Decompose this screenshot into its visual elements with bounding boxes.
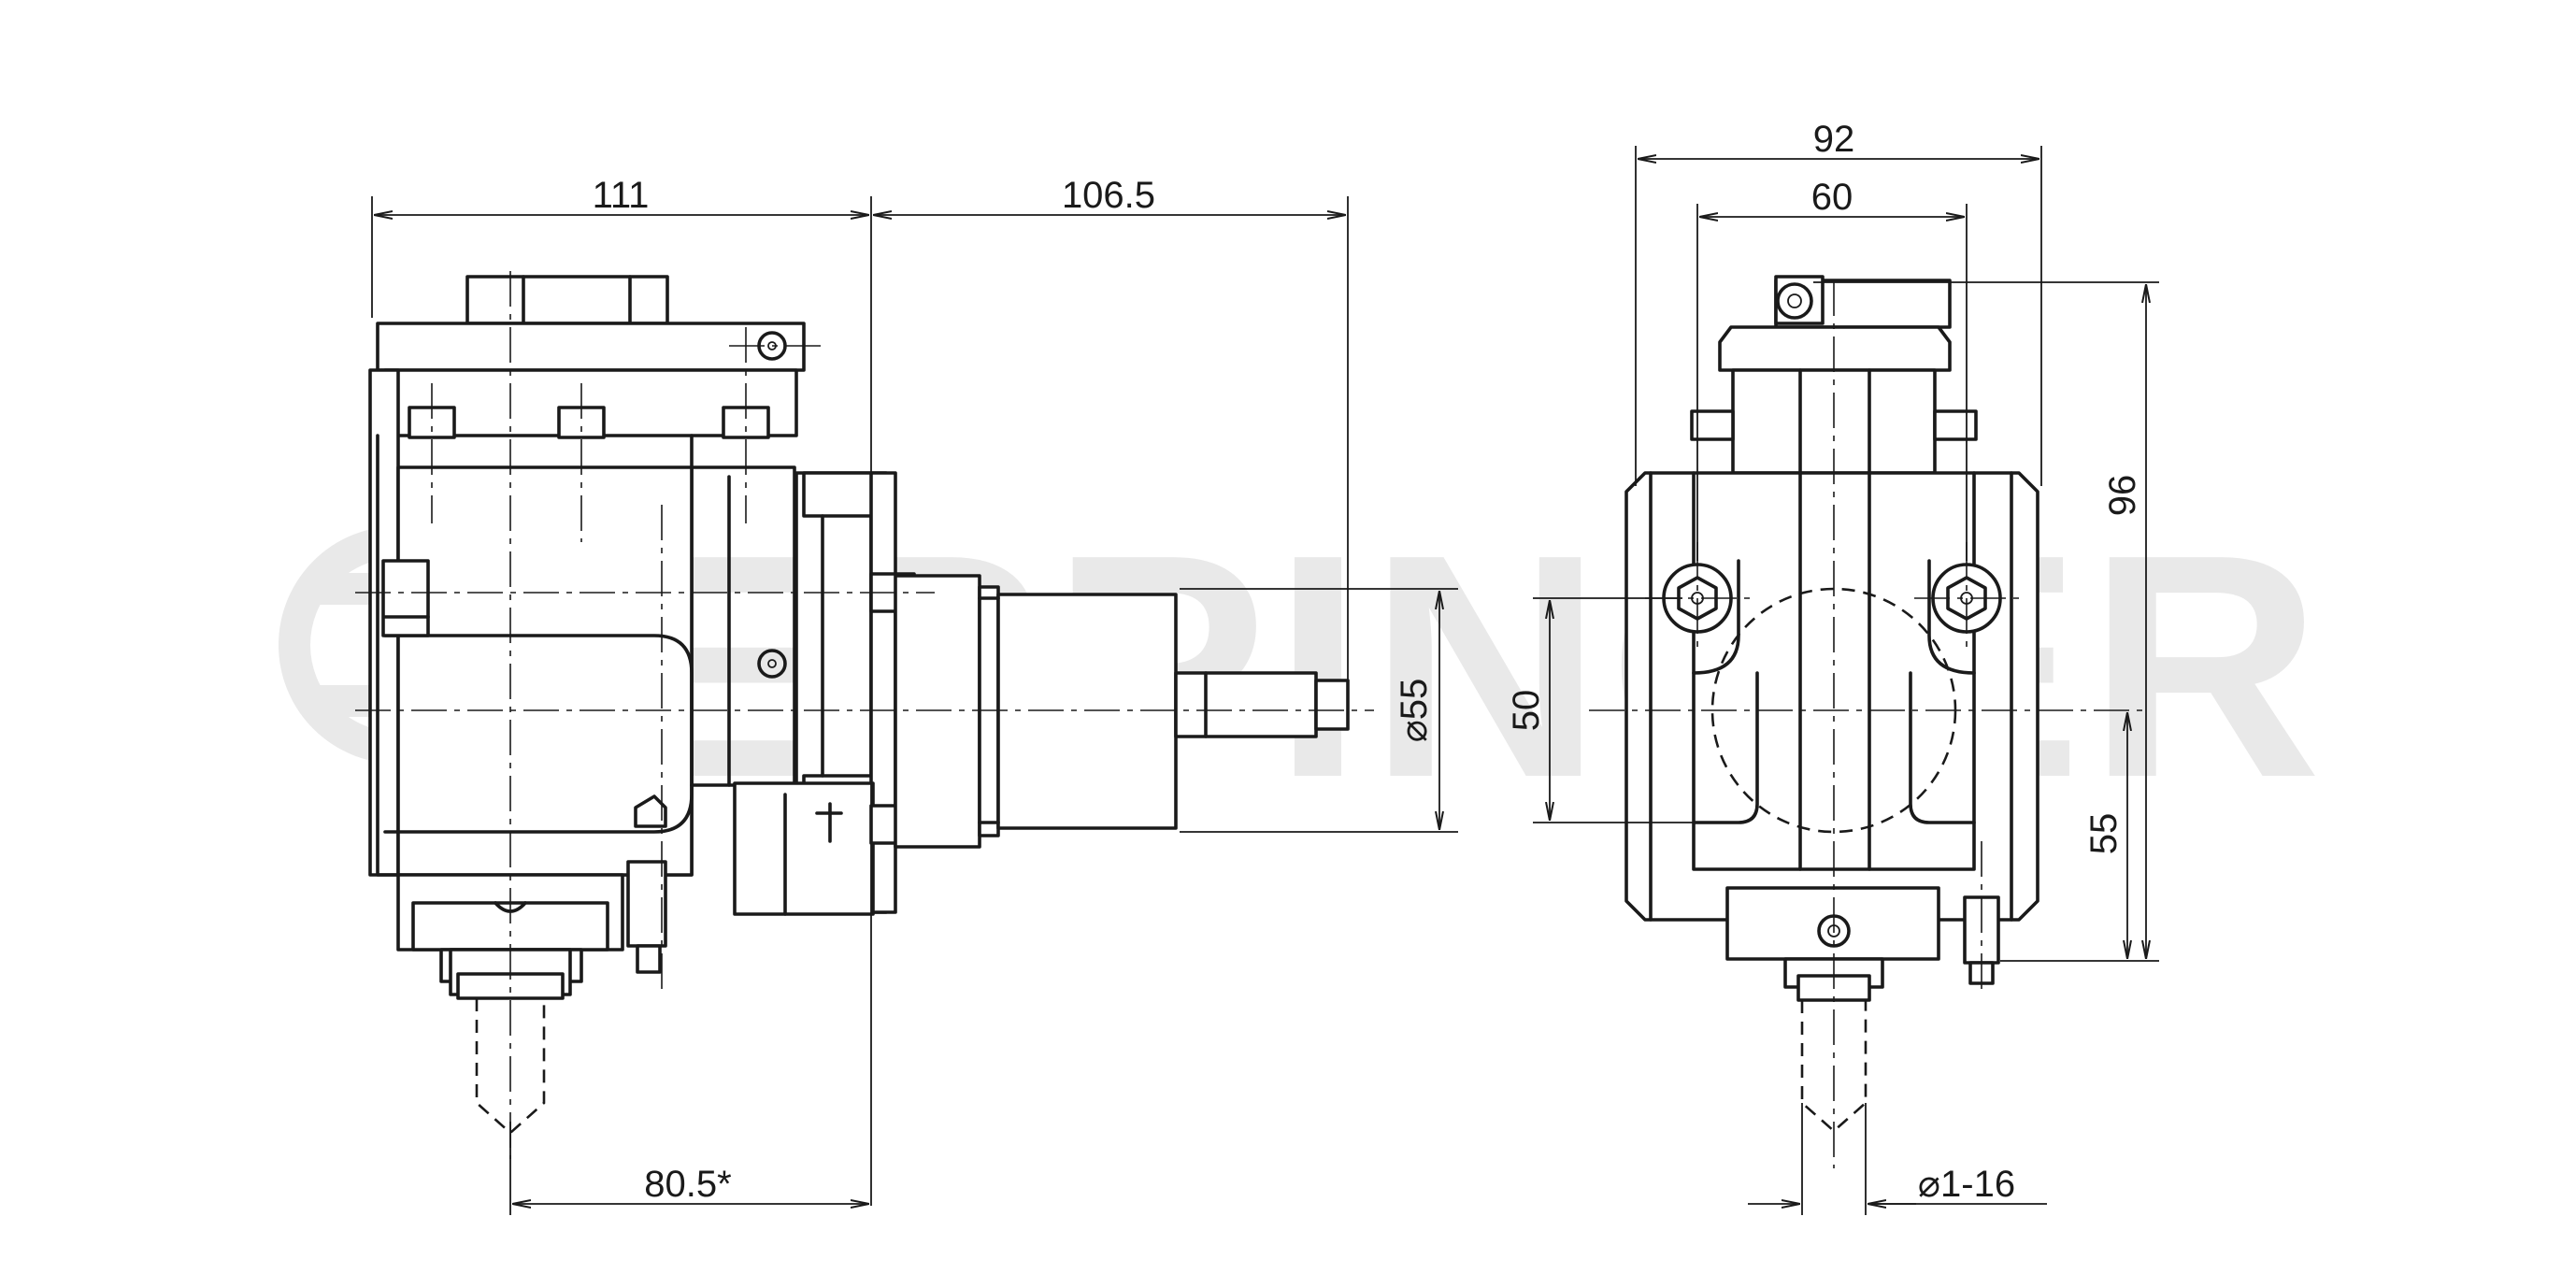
- dimension-front-inner-width: 60: [1696, 177, 1968, 561]
- dimension-front-overall-width: 92: [1635, 119, 2042, 486]
- dim-label-shank-diameter: ⌀55: [1394, 679, 1435, 743]
- dim-label-center-height: 55: [2083, 813, 2125, 855]
- dim-label-side-width: 111: [593, 175, 650, 216]
- dimension-center-height: 55: [2083, 712, 2127, 959]
- dimension-side-width: 111: [371, 175, 872, 1206]
- dim-label-overall-height: 96: [2102, 475, 2143, 517]
- side-view: [355, 271, 1374, 1159]
- dim-label-spindle-length: 106.5: [1062, 175, 1155, 216]
- dim-label-front-inner-width: 60: [1811, 177, 1853, 218]
- dimension-collet-range: ⌀1-16: [1748, 1103, 2047, 1215]
- front-view: [1589, 275, 2150, 1168]
- dim-label-bolt-spacing: 50: [1506, 690, 1547, 732]
- dimension-bolt-spacing: 50: [1506, 597, 1701, 823]
- dim-label-front-offset: 80.5*: [644, 1164, 731, 1205]
- dim-label-front-overall-width: 92: [1813, 119, 1855, 160]
- dim-label-collet-range: ⌀1-16: [1918, 1164, 2015, 1205]
- dimension-front-offset: 80.5*: [509, 1122, 869, 1215]
- dimension-spindle-length: 106.5: [873, 175, 1349, 682]
- dimension-overall-height: 96: [1813, 281, 2159, 962]
- dimension-shank-diameter: ⌀55: [1180, 588, 1458, 833]
